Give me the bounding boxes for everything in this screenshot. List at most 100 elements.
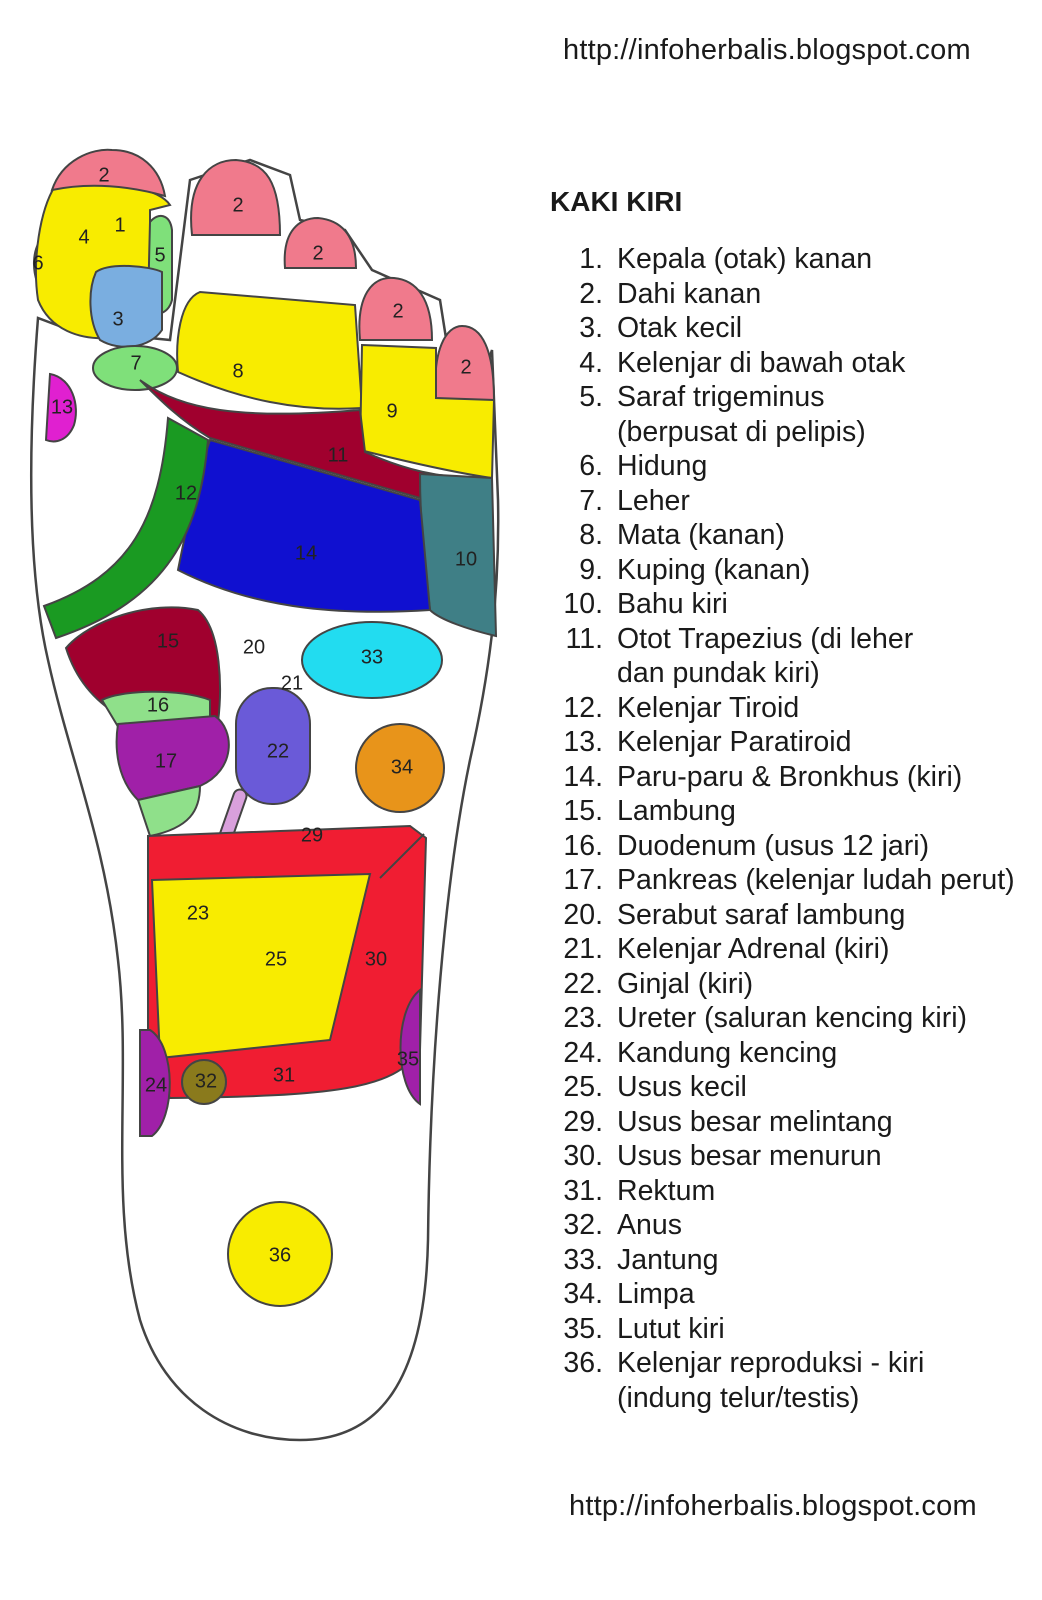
label-4: 4: [78, 226, 89, 248]
legend-item: 8.Mata (kanan): [546, 518, 1036, 553]
label-12: 12: [175, 482, 197, 504]
legend-item: (indung telur/testis): [546, 1381, 1036, 1416]
legend-item-text: (berpusat di pelipis): [617, 415, 866, 448]
legend-item-text: Hidung: [617, 450, 708, 482]
legend-item-number: 10.: [563, 588, 603, 620]
zone-29-divider: [379, 833, 425, 879]
legend-item-number: 15.: [563, 795, 603, 827]
label-14: 14: [295, 542, 317, 564]
legend-item: 6. Hidung: [546, 449, 1036, 484]
legend-item-number: 35.: [563, 1312, 603, 1345]
legend-item-number: 6.: [579, 450, 603, 482]
legend-item-text: Mata (kanan): [617, 519, 785, 551]
legend-item: 25.Usus kecil: [546, 1070, 1036, 1105]
legend-item-text: Lutut kiri: [617, 1312, 725, 1345]
label-2c: 2: [312, 242, 323, 264]
legend-item: 32. Anus: [546, 1208, 1036, 1243]
legend-item-text: dan pundak kiri): [617, 657, 820, 689]
zone-9-shape: [358, 343, 496, 480]
legend-item: 24.Kandung kencing: [546, 1036, 1036, 1071]
label-21: 21: [281, 672, 303, 694]
legend-item-text: Ureter (saluran kencing kiri): [617, 1002, 968, 1034]
legend-item: 13.Kelenjar Paratiroid: [546, 725, 1036, 760]
label-2e: 2: [460, 356, 471, 378]
legend-item: 30.Usus besar menurun: [546, 1139, 1036, 1174]
legend-item-text: Kelenjar reproduksi - kiri: [617, 1347, 925, 1379]
legend-item-text: Kelenjar Adrenal (kiri): [617, 933, 890, 965]
legend-item-number: 3.: [579, 312, 603, 344]
legend-item-text: Serabut saraf lambung: [617, 898, 906, 931]
legend-item: 22. Ginjal (kiri): [546, 967, 1036, 1002]
zone-25-shape: [150, 872, 372, 1060]
legend-item: 21.Kelenjar Adrenal (kiri): [546, 932, 1036, 967]
zone-22-shape: [235, 687, 311, 805]
zone-2-toe4-shape: [358, 276, 434, 341]
label-16: 16: [147, 694, 169, 716]
legend-item: 33.Jantung: [546, 1243, 1036, 1278]
label-7: 7: [130, 352, 141, 374]
legend-item: 36. Kelenjar reproduksi - kiri: [546, 1346, 1036, 1381]
legend-item-text: Saraf trigeminus: [617, 381, 825, 413]
legend-item-text: Otot Trapezius (di leher: [617, 622, 914, 655]
legend-item: 4. Kelenjar di bawah otak: [546, 346, 1036, 381]
legend-item-number: 17.: [563, 864, 603, 896]
legend-item: (berpusat di pelipis): [546, 415, 1036, 450]
legend-item-number: 9.: [579, 553, 603, 586]
legend-item: 11. Otot Trapezius (di leher: [546, 622, 1036, 657]
label-23: 23: [187, 902, 209, 924]
label-25: 25: [265, 948, 287, 970]
legend-item-number: 34.: [563, 1278, 603, 1310]
legend-title: KAKI KIRI: [550, 186, 683, 217]
zone-36-shape: [227, 1201, 333, 1307]
legend-item: 31.Rektum: [546, 1174, 1036, 1209]
legend-item-number: 2.: [579, 277, 603, 310]
legend-item: 23. Ureter (saluran kencing kiri): [546, 1001, 1036, 1036]
zone-2-toe5-shape: [434, 324, 496, 401]
legend-item-text: Limpa: [617, 1278, 695, 1310]
label-6: 6: [32, 252, 43, 274]
zone-33-shape: [301, 621, 443, 699]
label-5: 5: [154, 244, 165, 266]
legend-item-text: Anus: [617, 1209, 682, 1241]
legend-item-text: Usus besar menurun: [617, 1140, 882, 1172]
label-8: 8: [232, 360, 243, 382]
legend-item-number: 29.: [563, 1105, 603, 1138]
blog-url-bottom[interactable]: http://infoherbalis.blogspot.com: [569, 1490, 977, 1522]
legend-item-number: 23.: [563, 1002, 603, 1034]
legend-item: 12.Kelenjar Tiroid: [546, 691, 1036, 726]
legend-item-number: 24.: [563, 1036, 603, 1069]
legend-item-number: 1.: [579, 243, 603, 275]
legend-item: 3.Otak kecil: [546, 311, 1036, 346]
legend-item-number: 36.: [563, 1347, 603, 1379]
legend-item-number: 22.: [563, 967, 603, 1000]
zone-12-shape: [42, 416, 210, 640]
legend-item-text: Kuping (kanan): [617, 553, 811, 586]
legend-item-text: Kelenjar Paratiroid: [617, 726, 852, 758]
label-2d: 2: [392, 300, 403, 322]
zone-2-toe2-shape: [190, 158, 282, 236]
legend-item-number: 11.: [565, 622, 603, 655]
legend-item-text: Kelenjar di bawah otak: [617, 346, 906, 379]
legend-item-number: [546, 656, 603, 691]
legend-item: 1.Kepala (otak) kanan: [546, 242, 1036, 277]
label-34: 34: [391, 756, 413, 778]
legend-item-number: 4.: [579, 346, 603, 379]
zone-24-shape: [139, 1029, 171, 1137]
legend-item-text: Ginjal (kiri): [617, 967, 754, 1000]
blog-url-top[interactable]: http://infoherbalis.blogspot.com: [563, 34, 971, 66]
legend-item-number: 12.: [563, 691, 603, 724]
label-13: 13: [51, 396, 73, 418]
label-35: 35: [397, 1048, 419, 1070]
zone-2-toe1-shape: [50, 148, 167, 198]
legend-item-number: 32.: [563, 1209, 603, 1241]
zone-34-shape: [355, 723, 445, 813]
label-29: 29: [301, 824, 323, 846]
legend-item: 34. Limpa: [546, 1277, 1036, 1312]
label-9: 9: [386, 400, 397, 422]
label-22: 22: [267, 740, 289, 762]
legend-item-text: Usus kecil: [617, 1071, 747, 1103]
legend-item: 17.Pankreas (kelenjar ludah perut): [546, 863, 1036, 898]
legend-item: 20.Serabut saraf lambung: [546, 898, 1036, 933]
legend-item: 5.Saraf trigeminus: [546, 380, 1036, 415]
